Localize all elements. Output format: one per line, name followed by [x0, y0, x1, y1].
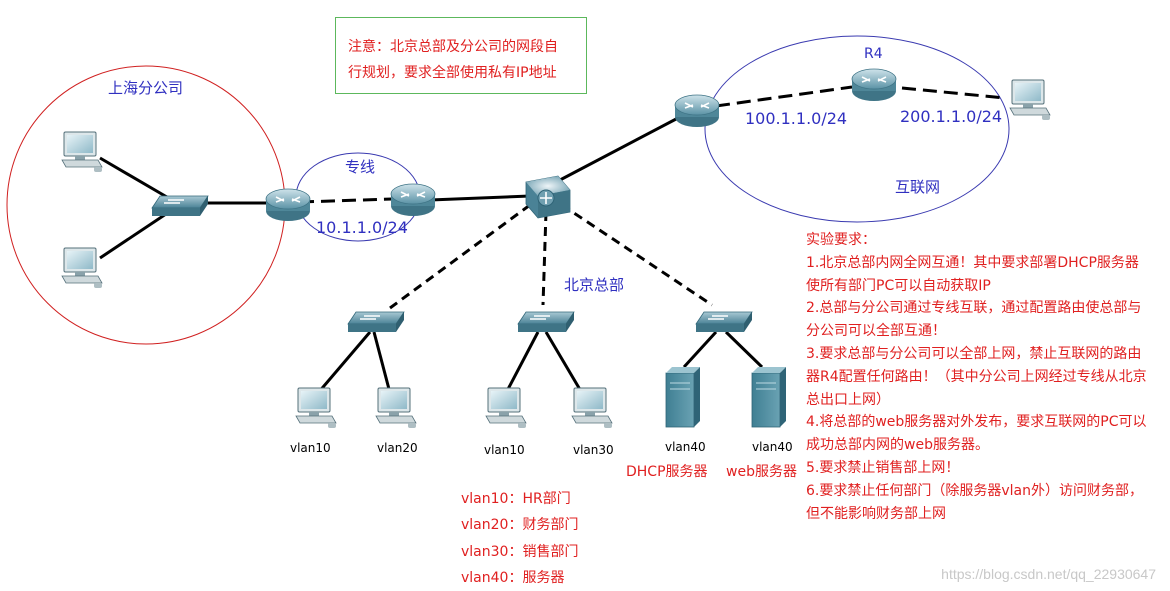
pc-shanghai-2[interactable]: [61, 247, 103, 289]
requirement-line: 总出口上网）: [806, 391, 890, 408]
switch-shanghai[interactable]: [151, 195, 209, 217]
link-pc-sh1-switch: [99, 156, 173, 202]
label-srv2-vlan: vlan40: [752, 440, 793, 454]
requirement-line: 5.要求禁止销售部上网！: [806, 459, 960, 476]
vlan-legend-item: vlan10：HR部门: [461, 491, 571, 507]
shanghai-branch-boundary: [6, 65, 286, 345]
watermark: https://blog.csdn.net/qq_22930647: [941, 566, 1156, 582]
label-r4: R4: [864, 46, 883, 62]
access-switch-2[interactable]: [517, 311, 575, 333]
label-subnet-internet: 200.1.1.0/24: [900, 107, 1002, 126]
pc-internet[interactable]: [1009, 79, 1051, 121]
router-beijing-edge[interactable]: [390, 183, 436, 217]
label-beijing: 北京总部: [564, 276, 624, 294]
label-pc3-vlan: vlan10: [484, 443, 525, 457]
requirement-line: 使所有部门PC可以自动获取IP: [806, 277, 991, 294]
link-sw3-srv2: [724, 330, 764, 369]
requirement-line: 3.要求总部与分公司可以全部上网，禁止互联网的路由: [806, 345, 1142, 362]
vlan-legend-item: vlan20：财务部门: [461, 517, 579, 534]
requirement-line: 4.将总部的web服务器对外发布，要求互联网的PC可以: [806, 414, 1147, 431]
label-private-line: 专线: [345, 158, 375, 176]
requirements-panel: 实验要求： 1.北京总部内网全网互通！其中要求部署DHCP服务器 使所有部门PC…: [806, 229, 1147, 525]
notice-line-1: 注意：北京总部及分公司的网段自: [348, 39, 558, 55]
vlan-legend-item: vlan30：销售部门: [461, 543, 579, 560]
access-switch-1[interactable]: [347, 311, 405, 333]
requirement-line: 分公司可以全部互通！: [806, 323, 946, 340]
core-l3-switch[interactable]: [525, 175, 571, 219]
link-sw2-pc3: [504, 331, 540, 394]
label-pc2-vlan: vlan20: [377, 441, 418, 455]
server-web[interactable]: [751, 366, 787, 428]
vlan-legend-item: vlan40：服务器: [461, 569, 565, 586]
link-sw1-pc1: [316, 331, 372, 394]
link-core-sw2: [541, 211, 548, 306]
label-srv1-vlan: vlan40: [665, 440, 706, 454]
requirement-line: 6.要求禁止任何部门（除服务器vlan外）访问财务部，: [806, 482, 1143, 499]
link-private-line: [299, 197, 393, 204]
requirement-line: 器R4配置任何路由！（其中分公司上网经过专线从北京: [806, 368, 1147, 385]
pc-vlan30[interactable]: [571, 387, 613, 429]
notice-box: 注意：北京总部及分公司的网段自 行规划，要求全部使用私有IP地址: [335, 17, 587, 94]
label-srv2-role: web服务器: [726, 464, 797, 480]
requirement-line: 但不能影响财务部上网: [806, 505, 946, 522]
label-internet: 互联网: [895, 178, 940, 196]
label-subnet-isp: 100.1.1.0/24: [745, 109, 847, 128]
access-switch-3[interactable]: [695, 311, 753, 333]
link-core-sw3: [561, 203, 713, 307]
link-router-bj-core: [429, 194, 531, 202]
vlan-legend: vlan10：HR部门 vlan20：财务部门 vlan30：销售部门 vlan…: [461, 486, 578, 591]
link-isp-r4: [715, 85, 853, 108]
label-pc4-vlan: vlan30: [573, 443, 614, 457]
requirement-line: 成功总部内网的web服务器。: [806, 437, 989, 454]
link-sw2-pc4: [544, 331, 584, 394]
router-isp[interactable]: [674, 94, 720, 128]
router-shanghai[interactable]: [265, 188, 311, 222]
label-shanghai: 上海分公司: [108, 79, 183, 97]
link-r4-internet-pc: [901, 86, 1006, 100]
pc-shanghai-1[interactable]: [61, 131, 103, 173]
link-sw1-pc2: [372, 331, 392, 394]
label-srv1-role: DHCP服务器: [626, 464, 708, 480]
server-dhcp[interactable]: [665, 366, 701, 428]
link-core-isp-router: [559, 116, 679, 182]
requirement-line: 2.总部与分公司通过专线互联，通过配置路由使总部与: [806, 300, 1142, 317]
label-pc1-vlan: vlan10: [290, 441, 331, 455]
link-sw3-srv1: [682, 330, 718, 369]
notice-line-2: 行规划，要求全部使用私有IP地址: [348, 65, 557, 81]
label-subnet-private: 10.1.1.0/24: [316, 218, 408, 237]
router-r4[interactable]: [851, 68, 897, 102]
internet-boundary: [704, 35, 1010, 223]
requirements-title: 实验要求：: [806, 232, 876, 248]
link-pc-sh2-switch: [99, 208, 173, 260]
pc-vlan20[interactable]: [375, 387, 417, 429]
requirement-line: 1.北京总部内网全网互通！其中要求部署DHCP服务器: [806, 254, 1139, 271]
pc-vlan10-b[interactable]: [485, 387, 527, 429]
links: [99, 85, 1006, 394]
pc-vlan10-a[interactable]: [295, 387, 337, 429]
